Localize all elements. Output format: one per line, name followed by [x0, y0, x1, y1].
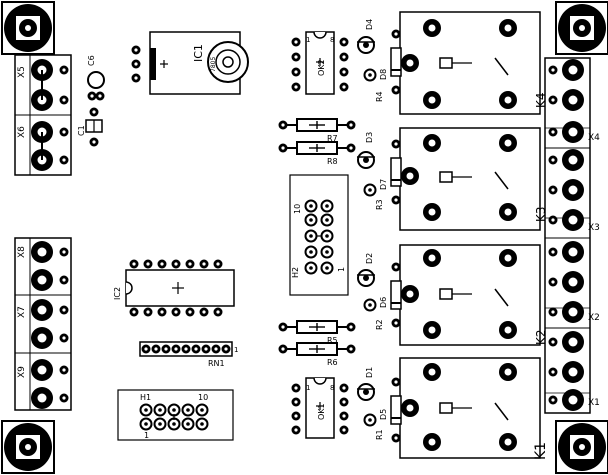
label-x9: X9: [17, 366, 27, 378]
mounting-hole-top-right: [555, 1, 608, 55]
label-k2: K2: [534, 329, 548, 345]
label-d3: D3: [365, 132, 374, 143]
terminal-block-x5-x6: X5 X6: [14, 54, 72, 176]
label-r8: R8: [327, 157, 338, 166]
label-h2-pin10: 10: [293, 204, 302, 214]
label-h1-pin1: 1: [144, 431, 149, 440]
header-h1: H1 10 1: [117, 389, 234, 441]
resistor-network-rn1: RN1 1: [139, 341, 238, 368]
label-r7: R7: [327, 134, 338, 143]
terminal-block-x1-x4: X4 X3 X2 X1: [544, 57, 600, 414]
capacitor-c1: C1: [77, 107, 103, 147]
label-k4: K4: [534, 92, 548, 108]
diodes-column: [390, 29, 402, 443]
relay-k2: K2: [399, 244, 548, 346]
label-x8: X8: [17, 246, 27, 258]
label-d4: D4: [365, 19, 374, 30]
header-h2: H2 10 1: [289, 174, 349, 296]
label-ic1-part: 7805: [210, 57, 217, 72]
label-x1: X1: [588, 398, 600, 408]
ic1-voltage-regulator: IC1 7805: [131, 31, 249, 95]
status-leds-and-resistors: D4 D8 R4 D3 D7 R3 D2 D6 R2 D1 D5 R1: [356, 19, 388, 440]
label-x7: X7: [17, 306, 27, 318]
label-c1: C1: [77, 125, 86, 136]
optocoupler-ok2: OK2 1 8: [291, 31, 349, 95]
label-h2-pin1: 1: [337, 267, 346, 272]
resistor-r5: R5: [279, 321, 356, 345]
label-x4: X4: [588, 133, 600, 143]
label-r3: R3: [375, 199, 384, 210]
optocoupler-ok1: OK1 1 8: [291, 377, 349, 439]
label-k3: K3: [534, 206, 548, 222]
label-ic2: IC2: [113, 287, 122, 300]
terminal-block-x7-x8-x9: X8 X7 X9: [14, 237, 72, 411]
label-rn1: RN1: [208, 359, 225, 368]
resistor-r8: R8: [279, 142, 356, 166]
label-ok1-pin8: 8: [330, 384, 334, 392]
relay-k3: K3: [399, 127, 548, 231]
resistor-r7: R7: [279, 119, 356, 143]
label-d2: D2: [365, 253, 374, 264]
ic2-dip14: IC2: [113, 259, 235, 317]
label-x3: X3: [588, 223, 600, 233]
relay-k1: K1: [399, 357, 549, 460]
label-c6: C6: [87, 55, 96, 66]
mounting-hole-bottom-left: [1, 420, 55, 474]
label-d7: D7: [379, 179, 388, 190]
label-k1: K1: [533, 442, 549, 460]
label-r4: R4: [375, 91, 384, 102]
resistor-r6: R6: [279, 343, 356, 367]
label-ok2-pin1: 1: [306, 36, 310, 44]
label-d8: D8: [379, 69, 388, 80]
label-r1: R1: [375, 429, 384, 440]
mounting-hole-top-left: [1, 1, 55, 55]
label-d5: D5: [379, 409, 388, 420]
label-ok1-pin1: 1: [306, 384, 310, 392]
label-r2: R2: [375, 319, 384, 330]
label-d1: D1: [365, 367, 374, 378]
label-h1-pin10: 10: [198, 393, 208, 402]
label-h1: H1: [140, 393, 151, 402]
label-x5: X5: [17, 66, 27, 78]
label-rn1-pin1: 1: [234, 346, 238, 354]
label-x2: X2: [588, 313, 600, 323]
label-x6: X6: [17, 126, 27, 138]
label-ok2: OK2: [317, 59, 326, 76]
label-ok1: OK1: [317, 403, 326, 420]
mounting-hole-bottom-right: [555, 420, 608, 474]
capacitor-c6: C6: [87, 55, 105, 101]
label-h2: H2: [291, 267, 300, 278]
label-r5: R5: [327, 336, 338, 345]
label-ok2-pin8: 8: [330, 36, 334, 44]
label-d6: D6: [379, 297, 388, 308]
label-r6: R6: [327, 358, 338, 367]
relay-k4: K4: [399, 11, 548, 115]
label-ic1: IC1: [192, 44, 205, 62]
